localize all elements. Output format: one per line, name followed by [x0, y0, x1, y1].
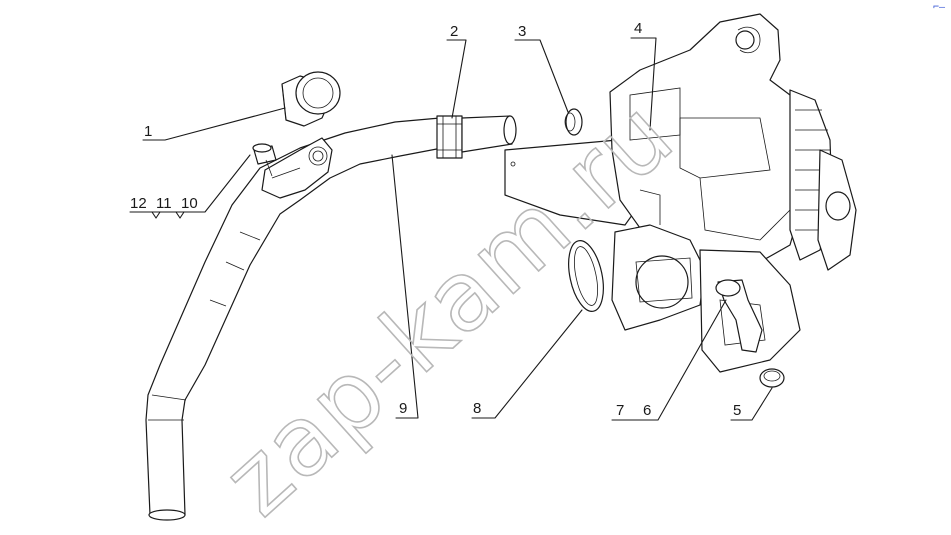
bushing-part: [281, 71, 341, 127]
callout-4: 4: [634, 20, 642, 37]
callout-12: 12: [130, 195, 147, 212]
leader-lines: [129, 37, 773, 421]
callout-10: 10: [181, 195, 198, 212]
callout-6: 6: [643, 402, 651, 419]
callout-1: 1: [144, 123, 152, 140]
cap-part: [759, 368, 785, 388]
callout-7: 7: [616, 402, 624, 419]
callout-labels: 1 2 3 4 5 6 7 8 9 10 11 12: [130, 20, 741, 419]
plug-part: [564, 108, 583, 136]
corner-mark: ⌐–: [932, 2, 945, 13]
oil-tube-part: [145, 115, 517, 521]
callout-5: 5: [733, 402, 741, 419]
callout-2: 2: [450, 23, 458, 40]
callout-8: 8: [473, 400, 481, 417]
callout-11: 11: [156, 195, 172, 212]
oil-pump-body-part: [504, 13, 857, 373]
callout-9: 9: [399, 400, 407, 417]
callout-3: 3: [518, 23, 526, 40]
o-ring-part: [568, 240, 604, 312]
